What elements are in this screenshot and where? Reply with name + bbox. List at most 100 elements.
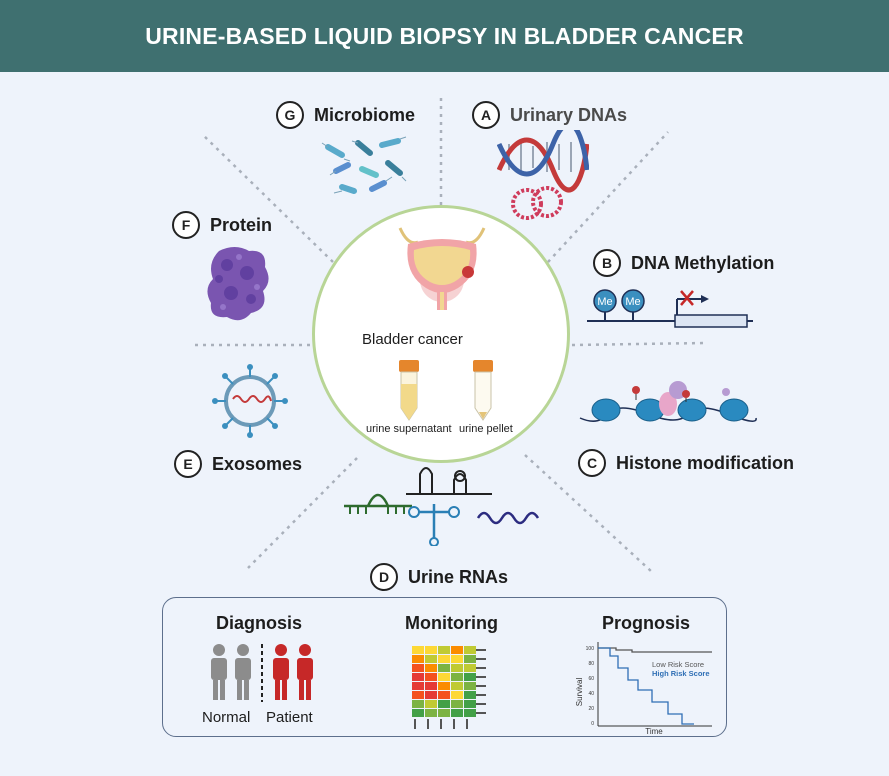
divider-d-e — [247, 457, 358, 569]
heatmap-cell — [412, 664, 424, 672]
heatmap-cell — [412, 682, 424, 690]
heatmap-cell — [425, 655, 437, 663]
bacteria-icon — [321, 136, 407, 194]
heatmap-cell — [464, 655, 476, 663]
category-f-label: Protein — [210, 214, 273, 235]
monitoring-title: Monitoring — [405, 613, 498, 633]
heatmap-cell — [438, 691, 450, 699]
category-a-label: Urinary DNAs — [510, 104, 628, 125]
heatmap-cell — [438, 646, 450, 654]
heatmap-cell — [464, 709, 476, 717]
heatmap-cell — [438, 655, 450, 663]
category-d: D Urine RNAs — [370, 563, 508, 591]
diagnosis-title: Diagnosis — [216, 613, 303, 633]
patient-label: Patient — [266, 709, 313, 726]
category-c-label: Histone modification — [616, 452, 795, 473]
heatmap-cell — [425, 691, 437, 699]
ytick-20: 20 — [588, 706, 594, 712]
divider-b-c — [571, 341, 706, 347]
ytick-40: 40 — [588, 691, 594, 697]
heatmap-cell — [464, 646, 476, 654]
methyl-label-2: Me — [625, 296, 640, 308]
category-e: E Exosomes — [174, 450, 302, 478]
badge-a: A — [472, 101, 500, 129]
low-risk-label: Low Risk Score — [652, 660, 704, 669]
category-g: G Microbiome — [276, 101, 415, 129]
normal-label: Normal — [202, 709, 251, 726]
bladder-illustration — [398, 227, 486, 310]
category-a: A Urinary DNAs — [472, 101, 627, 129]
heatmap-cell — [412, 700, 424, 708]
heatmap-cell — [451, 664, 463, 672]
rna-structures-icon — [344, 467, 540, 546]
divider-f-g — [202, 134, 334, 263]
figure-title: URINE-BASED LIQUID BIOPSY IN BLADDER CAN… — [145, 23, 744, 49]
category-g-label: Microbiome — [314, 104, 416, 125]
category-f: F Protein — [172, 211, 272, 239]
high-risk-label: High Risk Score — [652, 669, 710, 678]
badge-c: C — [578, 449, 606, 477]
category-c: C Histone modification — [578, 449, 794, 477]
heatmap-cell — [464, 664, 476, 672]
divider-a-b — [547, 131, 669, 263]
patient-people — [273, 644, 313, 700]
normal-people — [211, 644, 251, 700]
heatmap-cell — [412, 646, 424, 654]
monitoring-heatmap — [412, 646, 486, 729]
badge-b: B — [593, 249, 621, 277]
heatmap-cell — [438, 709, 450, 717]
dna-helix-icon — [497, 130, 589, 220]
heatmap-cell — [425, 646, 437, 654]
dna-methylation-diagram: Me Me — [587, 289, 753, 328]
badge-e: E — [174, 450, 202, 478]
title-banner — [0, 0, 889, 72]
heatmap-cell — [425, 664, 437, 672]
heatmap-cell — [438, 700, 450, 708]
heatmap-cell — [412, 691, 424, 699]
protein-icon — [207, 247, 269, 321]
heatmap-cell — [451, 655, 463, 663]
heatmap-cell — [412, 709, 424, 717]
category-d-label: Urine RNAs — [408, 566, 509, 587]
heatmap-cell — [425, 709, 437, 717]
heatmap-cell — [438, 673, 450, 681]
heatmap-cell — [464, 700, 476, 708]
ytick-60: 60 — [588, 676, 594, 682]
heatmap-cell — [438, 682, 450, 690]
survival-curve-chart: 100 80 60 40 20 0 Survival Low Risk Scor… — [575, 642, 712, 736]
ytick-0: 0 — [591, 721, 594, 727]
heatmap-cell — [451, 700, 463, 708]
heatmap-cell — [451, 709, 463, 717]
histone-modification-diagram — [579, 381, 757, 422]
badge-g: G — [276, 101, 304, 129]
heatmap-cell — [451, 691, 463, 699]
tube-left-label: urine supernatant — [366, 423, 452, 435]
exosome-icon — [212, 364, 288, 438]
heatmap-cell — [412, 655, 424, 663]
diagnosis-people-icon — [211, 644, 313, 702]
heatmap-cell — [464, 682, 476, 690]
ytick-80: 80 — [588, 661, 594, 667]
center-label: Bladder cancer — [362, 331, 463, 348]
heatmap-cell — [412, 673, 424, 681]
heatmap-cell — [425, 682, 437, 690]
heatmap-cell — [451, 646, 463, 654]
badge-f: F — [172, 211, 200, 239]
time-axis-label: Time — [645, 727, 663, 736]
badge-d: D — [370, 563, 398, 591]
category-b: B DNA Methylation — [593, 249, 774, 277]
tube-right-label: urine pellet — [459, 423, 513, 435]
heatmap-cell — [451, 673, 463, 681]
urine-pellet-tube — [473, 360, 493, 421]
urine-supernatant-tube — [399, 360, 419, 421]
heatmap-cell — [451, 682, 463, 690]
heatmap-cell — [464, 691, 476, 699]
category-b-label: DNA Methylation — [631, 252, 775, 273]
prognosis-title: Prognosis — [602, 613, 691, 633]
heatmap-cell — [425, 673, 437, 681]
survival-axis-label: Survival — [575, 678, 584, 707]
heatmap-cell — [464, 673, 476, 681]
heatmap-cell — [438, 664, 450, 672]
